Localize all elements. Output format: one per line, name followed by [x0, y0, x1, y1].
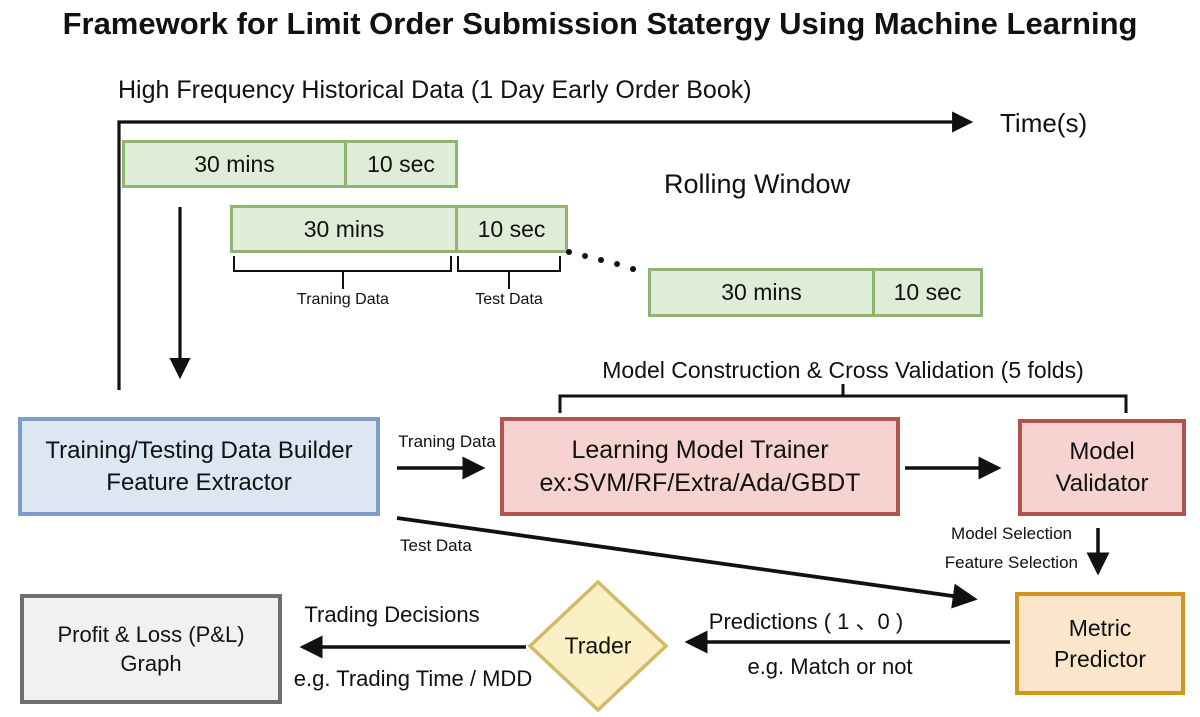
rolling-window-label: Rolling Window [664, 169, 851, 199]
data-builder-line2: Feature Extractor [106, 468, 292, 496]
pnl-graph-line2: Graph [120, 651, 182, 676]
test-data-brace [457, 256, 561, 289]
model-trainer-line1: Learning Model Trainer [571, 435, 829, 464]
rolling-window-row-2: 30 mins 10 sec [230, 205, 568, 253]
data-builder-box: Training/Testing Data Builder Feature Ex… [18, 417, 380, 516]
time-axis-label: Time(s) [1000, 108, 1088, 138]
train-window-cell: 30 mins [125, 143, 347, 185]
metric-predictor-box: Metric Predictor [1015, 592, 1185, 695]
model-validator-line1: Model [1069, 437, 1135, 465]
predictions-note-label: e.g. Match or not [747, 654, 913, 679]
metric-predictor-line2: Predictor [1053, 645, 1147, 672]
test-data-arrow [396, 516, 978, 609]
trader-label: Trader [564, 632, 632, 659]
rolling-window-row-3: 30 mins 10 sec [648, 268, 983, 317]
model-selection-label: Model Selection [951, 524, 1072, 543]
data-builder-line1: Training/Testing Data Builder [45, 436, 353, 464]
train-window-cell: 30 mins [651, 271, 875, 314]
model-validator-line2: Validator [1055, 469, 1149, 497]
cross-validation-label: Model Construction & Cross Validation (5… [602, 357, 1084, 383]
test-window-cell: 10 sec [367, 150, 435, 177]
pnl-graph-box: Profit & Loss (P&L) Graph [20, 594, 282, 704]
cross-validation-bracket [558, 384, 1128, 413]
model-validator-box: Model Validator [1018, 419, 1186, 516]
trading-decisions-edge-label: Trading Decisions [304, 602, 480, 627]
timeline-header: High Frequency Historical Data (1 Day Ea… [118, 76, 752, 104]
test-window-cell: 10 sec [477, 215, 546, 242]
feature-selection-label: Feature Selection [944, 553, 1078, 572]
test-brace-label: Test Data [475, 291, 543, 308]
model-trainer-line2: ex:SVM/RF/Extra/Ada/GBDT [539, 468, 861, 497]
training-brace-label: Traning Data [297, 291, 389, 308]
test-window-cell: 10 sec [893, 279, 962, 305]
metric-predictor-line1: Metric [1068, 615, 1132, 642]
train-window-cell: 30 mins [233, 208, 458, 250]
ellipsis-dots [566, 249, 636, 272]
predictions-edge-label: Predictions ( 1 、0 ) [708, 609, 904, 634]
training-data-edge-label: Traning Data [398, 432, 496, 451]
model-trainer-box: Learning Model Trainer ex:SVM/RF/Extra/A… [500, 417, 900, 516]
test-data-edge-label: Test Data [400, 536, 472, 555]
rolling-window-row-1: 30 mins 10 sec [122, 140, 458, 188]
page-title: Framework for Limit Order Submission Sta… [62, 6, 1138, 41]
trading-decisions-note-label: e.g. Trading Time / MDD [293, 666, 533, 691]
pnl-graph-line1: Profit & Loss (P&L) [57, 621, 245, 647]
training-data-brace [233, 256, 452, 289]
